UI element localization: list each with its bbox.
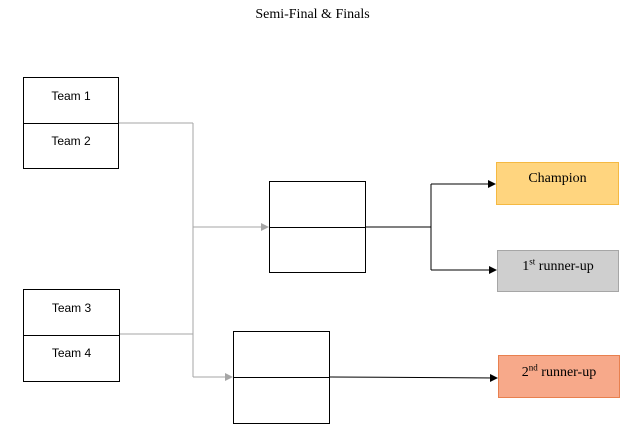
page-title: Semi-Final & Finals [255, 7, 370, 22]
first-runner-up-suffix: st [529, 256, 536, 267]
second-runner-up-label: 2nd runner-up [521, 362, 597, 380]
second-runner-up-suffix: nd [528, 362, 538, 373]
second-runner-up-box: 2nd runner-up [498, 355, 620, 398]
semifinal-2-box: Team 3 Team 4 [23, 289, 120, 382]
first-runner-up-label: 1st runner-up [522, 256, 594, 274]
first-runner-up-box: 1st runner-up [497, 250, 619, 292]
third-place-match-box [233, 331, 330, 424]
team-2-label: Team 2 [51, 134, 91, 148]
to-second-runner-up-arrow [329, 373, 498, 382]
team-3-label: Team 3 [51, 301, 92, 315]
final-match-divider [270, 227, 365, 228]
final-match-box [269, 181, 366, 273]
champion-box: Champion [496, 162, 619, 205]
semifinal-1-box: Team 1 Team 2 [23, 77, 119, 169]
first-runner-up-text: runner-up [535, 259, 594, 274]
champion-label: Champion [528, 171, 587, 186]
team-4-label: Team 4 [51, 346, 92, 360]
second-runner-up-text: runner-up [537, 365, 597, 380]
first-runner-up-number: 1 [522, 259, 530, 274]
third-place-match-divider [234, 377, 329, 378]
semifinal-2-divider [24, 335, 119, 336]
second-runner-up-number: 2 [521, 365, 529, 380]
team-1-label: Team 1 [51, 89, 91, 103]
semifinal-1-divider [24, 123, 118, 124]
